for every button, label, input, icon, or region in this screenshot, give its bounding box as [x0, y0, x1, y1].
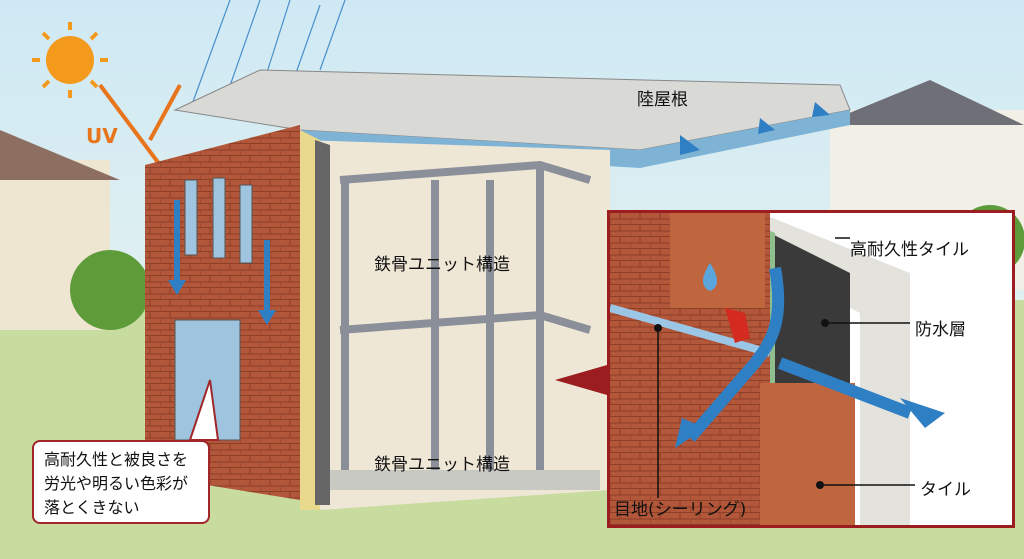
waterproof-layer-label: 防水層 — [915, 320, 966, 340]
tile-label: タイル — [920, 480, 971, 500]
callout-line: 高耐久性と被良さを — [44, 450, 189, 469]
water-drop-icon — [703, 263, 717, 291]
wall-section-diagram — [610, 213, 1012, 525]
durable-tile-label: 高耐久性タイル — [850, 240, 969, 260]
windows — [174, 177, 253, 441]
callout-line: 落とくきない — [44, 498, 140, 517]
steel-unit-lower-label: 鉄骨ユニット構造 — [374, 455, 510, 475]
steel-unit-upper-label: 鉄骨ユニット構造 — [374, 255, 510, 275]
uv-arrows — [98, 83, 182, 167]
steel-frame — [339, 160, 592, 480]
wall-detail-inset: 高耐久性タイル 防水層 タイル 目地(シーリング) — [607, 210, 1015, 528]
rain-arrows — [168, 102, 830, 325]
uv-label: UV — [86, 124, 118, 148]
callout-line: 労光や明るい色彩が — [44, 474, 189, 493]
flat-roof-label: 陸屋根 — [637, 90, 688, 110]
sun-icon — [32, 22, 108, 98]
red-arrow-icon — [725, 308, 750, 343]
callout-bubble: 高耐久性と被良さを 労光や明るい色彩が 落とくきない — [32, 440, 210, 524]
joint-sealing-label: 目地(シーリング) — [614, 500, 747, 520]
